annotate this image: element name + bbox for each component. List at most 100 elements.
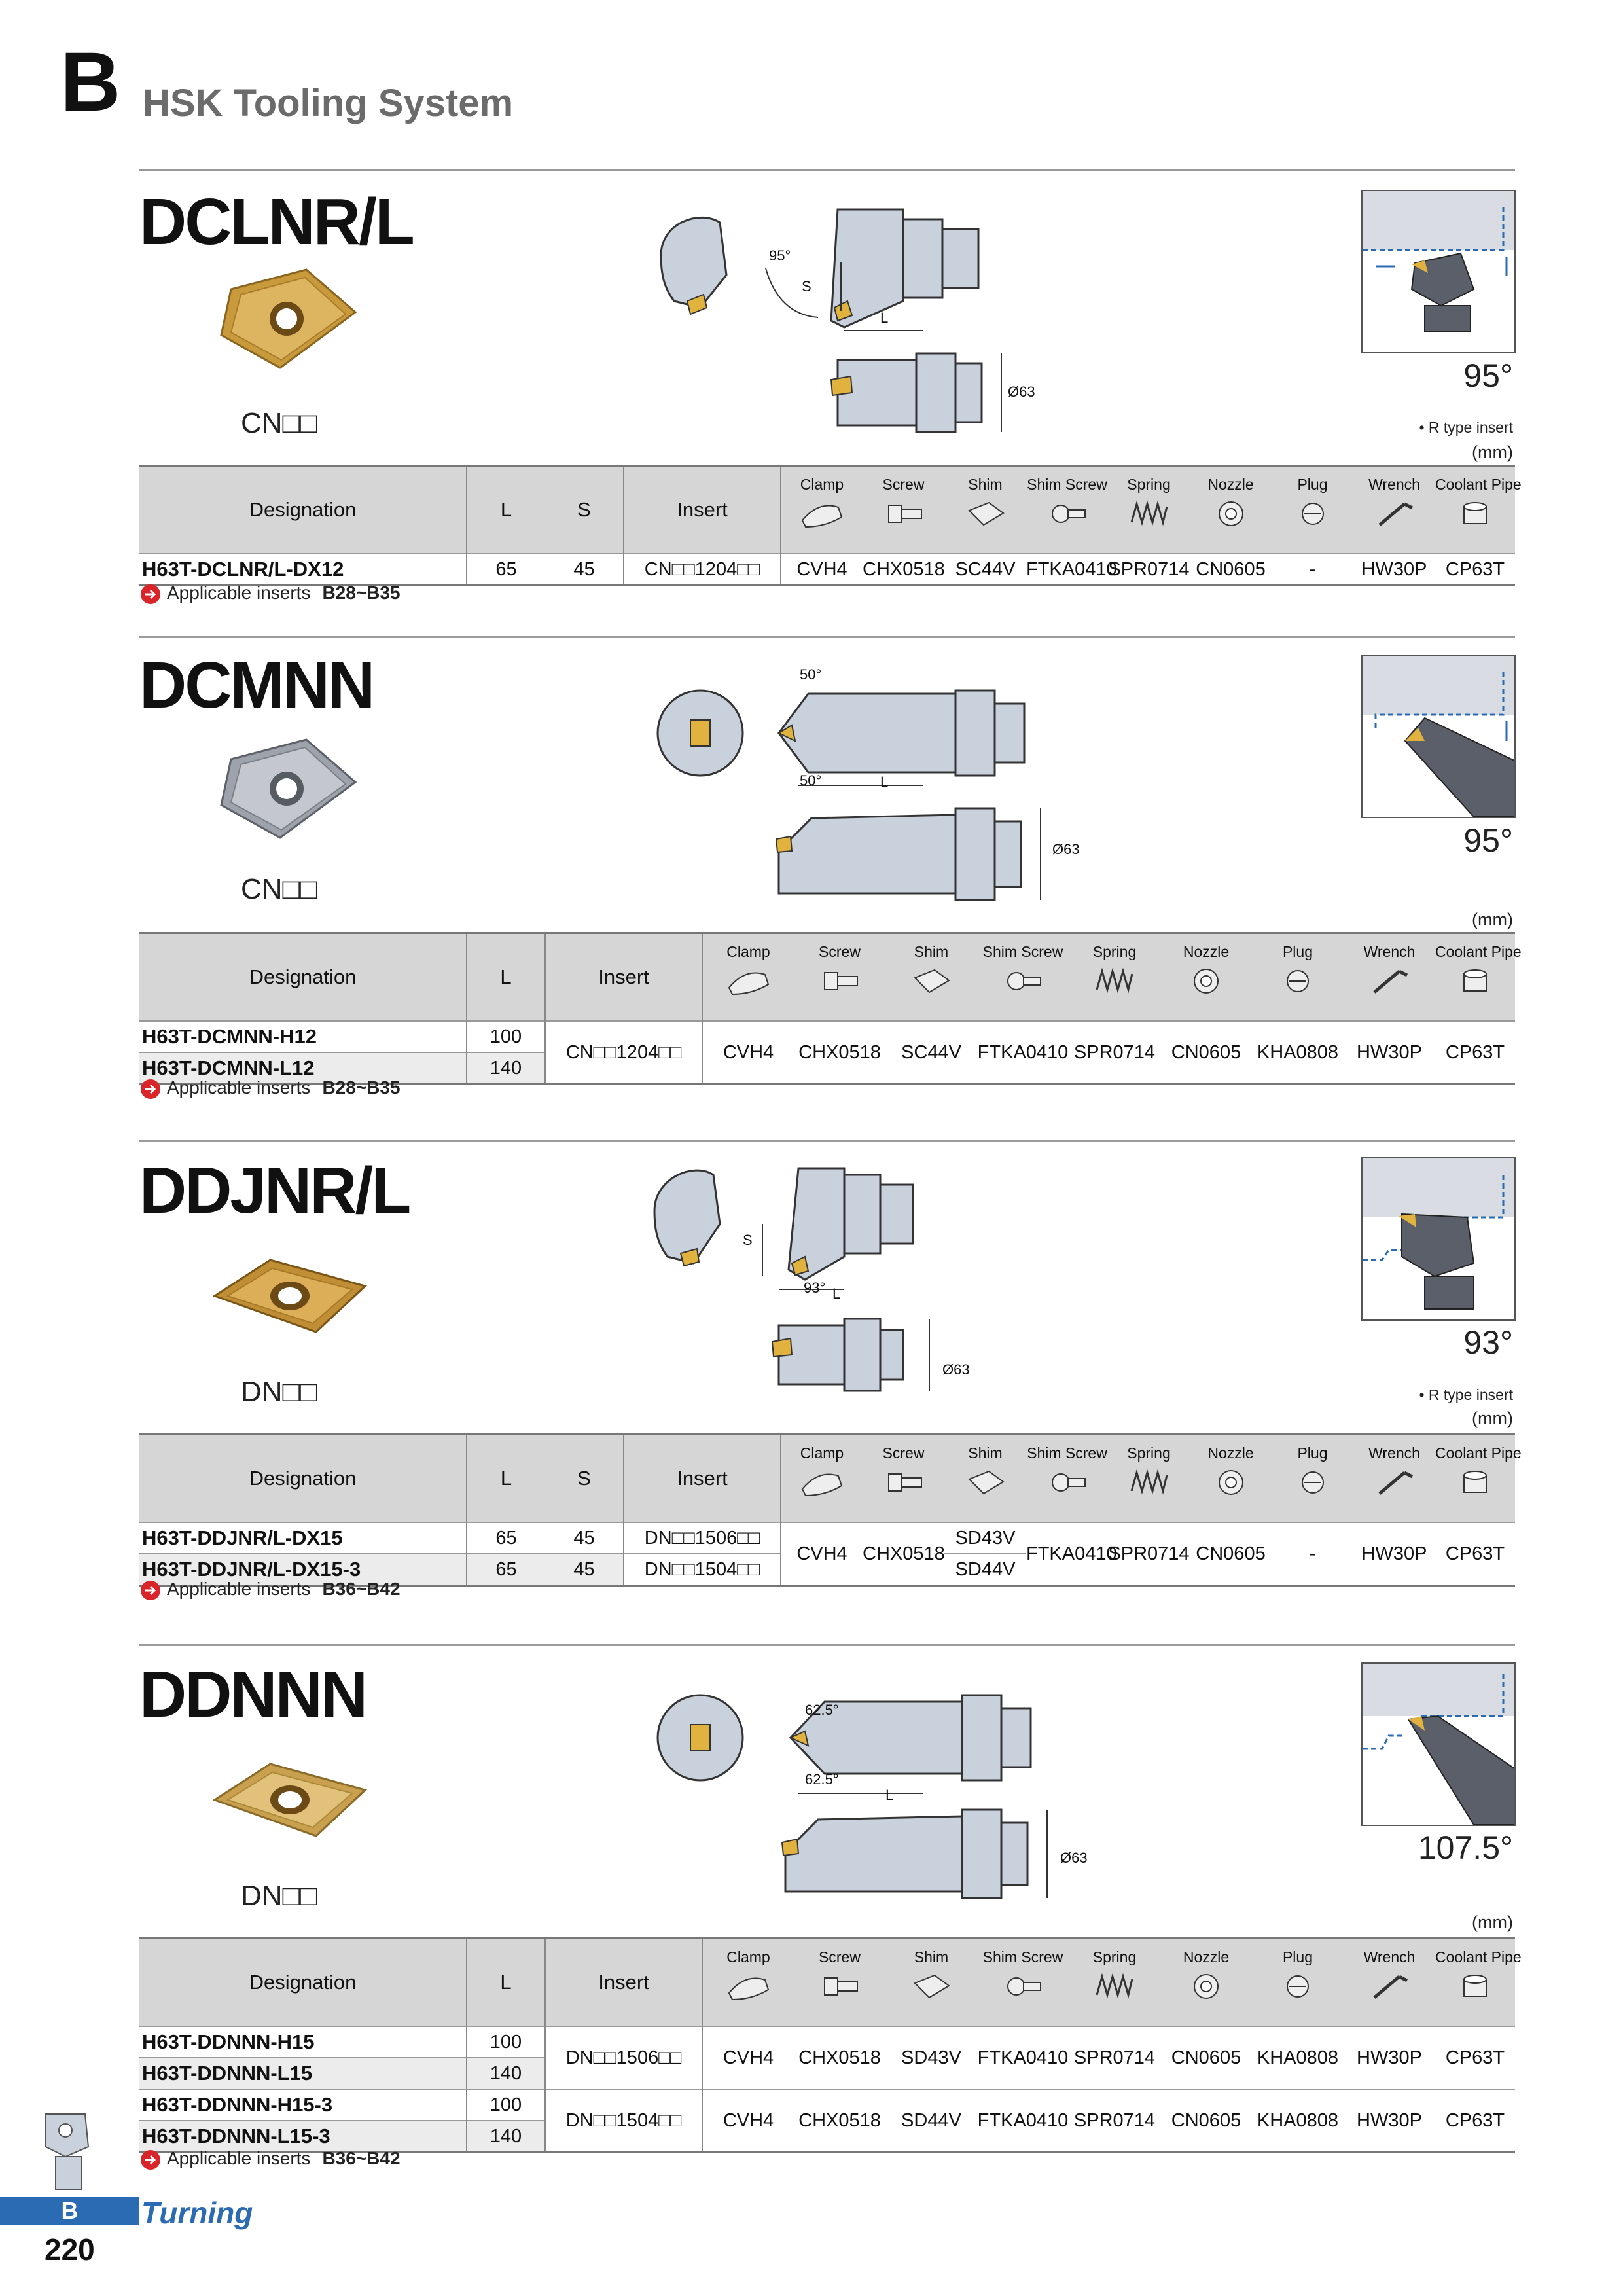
shim-screw-icon [1051, 1473, 1086, 1492]
insert-code: CN□□ [241, 873, 317, 905]
application-diagram [1361, 1157, 1516, 1321]
dim-angle: 50° [800, 772, 822, 789]
shim-screw-icon [1007, 972, 1041, 990]
approach-angle: 95° [1463, 357, 1513, 394]
coolant-pipe-icon [1463, 502, 1487, 524]
col-s: S [545, 465, 624, 554]
col-designation: Designation [139, 1938, 467, 2026]
wrench-icon [1373, 1975, 1408, 1999]
arrow-circle-icon [141, 584, 160, 604]
tool-drawing-dcmnn [656, 689, 1041, 901]
col-nozzle: Nozzle [1190, 465, 1272, 554]
type-note: • R type insert [1419, 419, 1513, 436]
col-shim-screw: Shim Screw [977, 933, 1069, 1021]
clamp-icon [801, 505, 843, 528]
table-row: H63T-DDNNN-H15 100 DN□□1506□□ CVH4 CHX05… [139, 2026, 1515, 2089]
col-clamp: Clamp [781, 465, 863, 554]
col-nozzle: Nozzle [1190, 1434, 1272, 1522]
insert-photo-dn-gold [212, 1259, 367, 1333]
nozzle-icon [1218, 1470, 1243, 1495]
spring-icon [1130, 500, 1168, 526]
col-l: L [467, 1434, 545, 1522]
chapter-tab: B [0, 2197, 139, 2225]
application-diagram [1361, 190, 1516, 353]
col-insert: Insert [624, 465, 781, 554]
col-coolant-pipe: Coolant Pipe [1435, 465, 1522, 554]
wrench-icon [1378, 1471, 1413, 1495]
clamp-icon [728, 972, 769, 996]
arrow-circle-icon [141, 1079, 160, 1099]
section-divider [139, 1644, 1515, 1646]
chapter-letter: B [60, 35, 121, 129]
spec-table-dcmnn: Designation L Insert Clamp Screw Shim Sh… [139, 932, 1522, 1085]
unit-label: (mm) [1472, 910, 1513, 929]
arrow-circle-icon [141, 1580, 160, 1600]
coolant-pipe-icon [1463, 1471, 1487, 1493]
coolant-pipe-icon [1463, 969, 1487, 992]
col-shim: Shim [885, 1938, 977, 2026]
approach-angle: 93° [1463, 1324, 1513, 1361]
col-clamp: Clamp [781, 1434, 863, 1522]
spring-icon [1096, 967, 1133, 994]
col-screw: Screw [794, 933, 885, 1021]
dim-s: S [802, 278, 812, 295]
section-title-dcmnn: DCMNN [139, 649, 375, 722]
insert-photo-cn-silver [220, 738, 357, 839]
dim-l: L [832, 1285, 841, 1302]
col-insert: Insert [545, 933, 703, 1021]
col-wrench: Wrench [1344, 1938, 1435, 2026]
dim-diameter: Ø63 [1008, 384, 1035, 400]
insert-code: DN□□ [241, 1880, 317, 1912]
section-title-ddjnr: DDJNR/L [139, 1154, 411, 1227]
col-l: L [467, 465, 545, 554]
col-spring: Spring [1069, 933, 1160, 1021]
col-screw: Screw [863, 1434, 944, 1522]
turning-tool-icon [45, 2113, 90, 2190]
tool-drawing-ddjnr [653, 1167, 930, 1392]
col-clamp: Clamp [702, 1938, 794, 2026]
screw-icon [887, 1473, 922, 1492]
col-shim-screw: Shim Screw [1026, 465, 1108, 554]
table-row: H63T-DDNNN-H15-3 100 DN□□1504□□ CVH4 CHX… [139, 2089, 1515, 2153]
col-shim-screw: Shim Screw [1026, 1434, 1108, 1522]
col-plug: Plug [1252, 1938, 1344, 2026]
col-wrench: Wrench [1353, 1434, 1435, 1522]
dim-angle: 62.5° [805, 1702, 839, 1718]
application-diagram [1361, 655, 1516, 818]
section-divider [139, 1140, 1515, 1142]
col-designation: Designation [139, 933, 467, 1021]
col-wrench: Wrench [1353, 465, 1435, 554]
application-diagram [1361, 1662, 1516, 1826]
dim-angle: 62.5° [805, 1771, 839, 1787]
nozzle-icon [1194, 1974, 1219, 1999]
col-shim-screw: Shim Screw [977, 1938, 1069, 2026]
section-title-ddnnn: DDNNN [139, 1658, 368, 1731]
spec-table-dclnr: Designation L S Insert Clamp Screw Shim … [139, 465, 1522, 586]
clamp-icon [728, 1977, 769, 2001]
dim-s: S [743, 1232, 753, 1248]
table-row: H63T-DDJNR/L-DX15 65 45 DN□□1506□□ CVH4 … [139, 1522, 1515, 1586]
coolant-pipe-icon [1463, 1975, 1487, 1997]
dim-diameter: Ø63 [1052, 841, 1080, 857]
dim-angle: 95° [769, 247, 791, 264]
dim-l: L [880, 310, 889, 326]
dim-diameter: Ø63 [1060, 1850, 1088, 1866]
col-insert: Insert [545, 1938, 703, 2026]
dim-angle: 50° [800, 666, 822, 683]
shim-icon [967, 501, 1005, 526]
unit-label: (mm) [1472, 442, 1513, 462]
col-spring: Spring [1108, 465, 1190, 554]
dim-l: L [885, 1787, 894, 1803]
approach-angle: 95° [1463, 822, 1513, 859]
table-row: H63T-DCMNN-H12 100 CN□□1204□□ CVH4 CHX05… [139, 1021, 1515, 1085]
col-screw: Screw [863, 465, 944, 554]
nozzle-icon [1218, 501, 1243, 526]
category-label: Turning [141, 2196, 253, 2230]
col-coolant-pipe: Coolant Pipe [1435, 1434, 1522, 1522]
col-coolant-pipe: Coolant Pipe [1435, 1938, 1522, 2026]
spec-table-ddnnn: Designation L Insert Clamp Screw Shim Sh… [139, 1937, 1522, 2153]
wrench-icon [1373, 969, 1408, 994]
col-plug: Plug [1272, 1434, 1353, 1522]
